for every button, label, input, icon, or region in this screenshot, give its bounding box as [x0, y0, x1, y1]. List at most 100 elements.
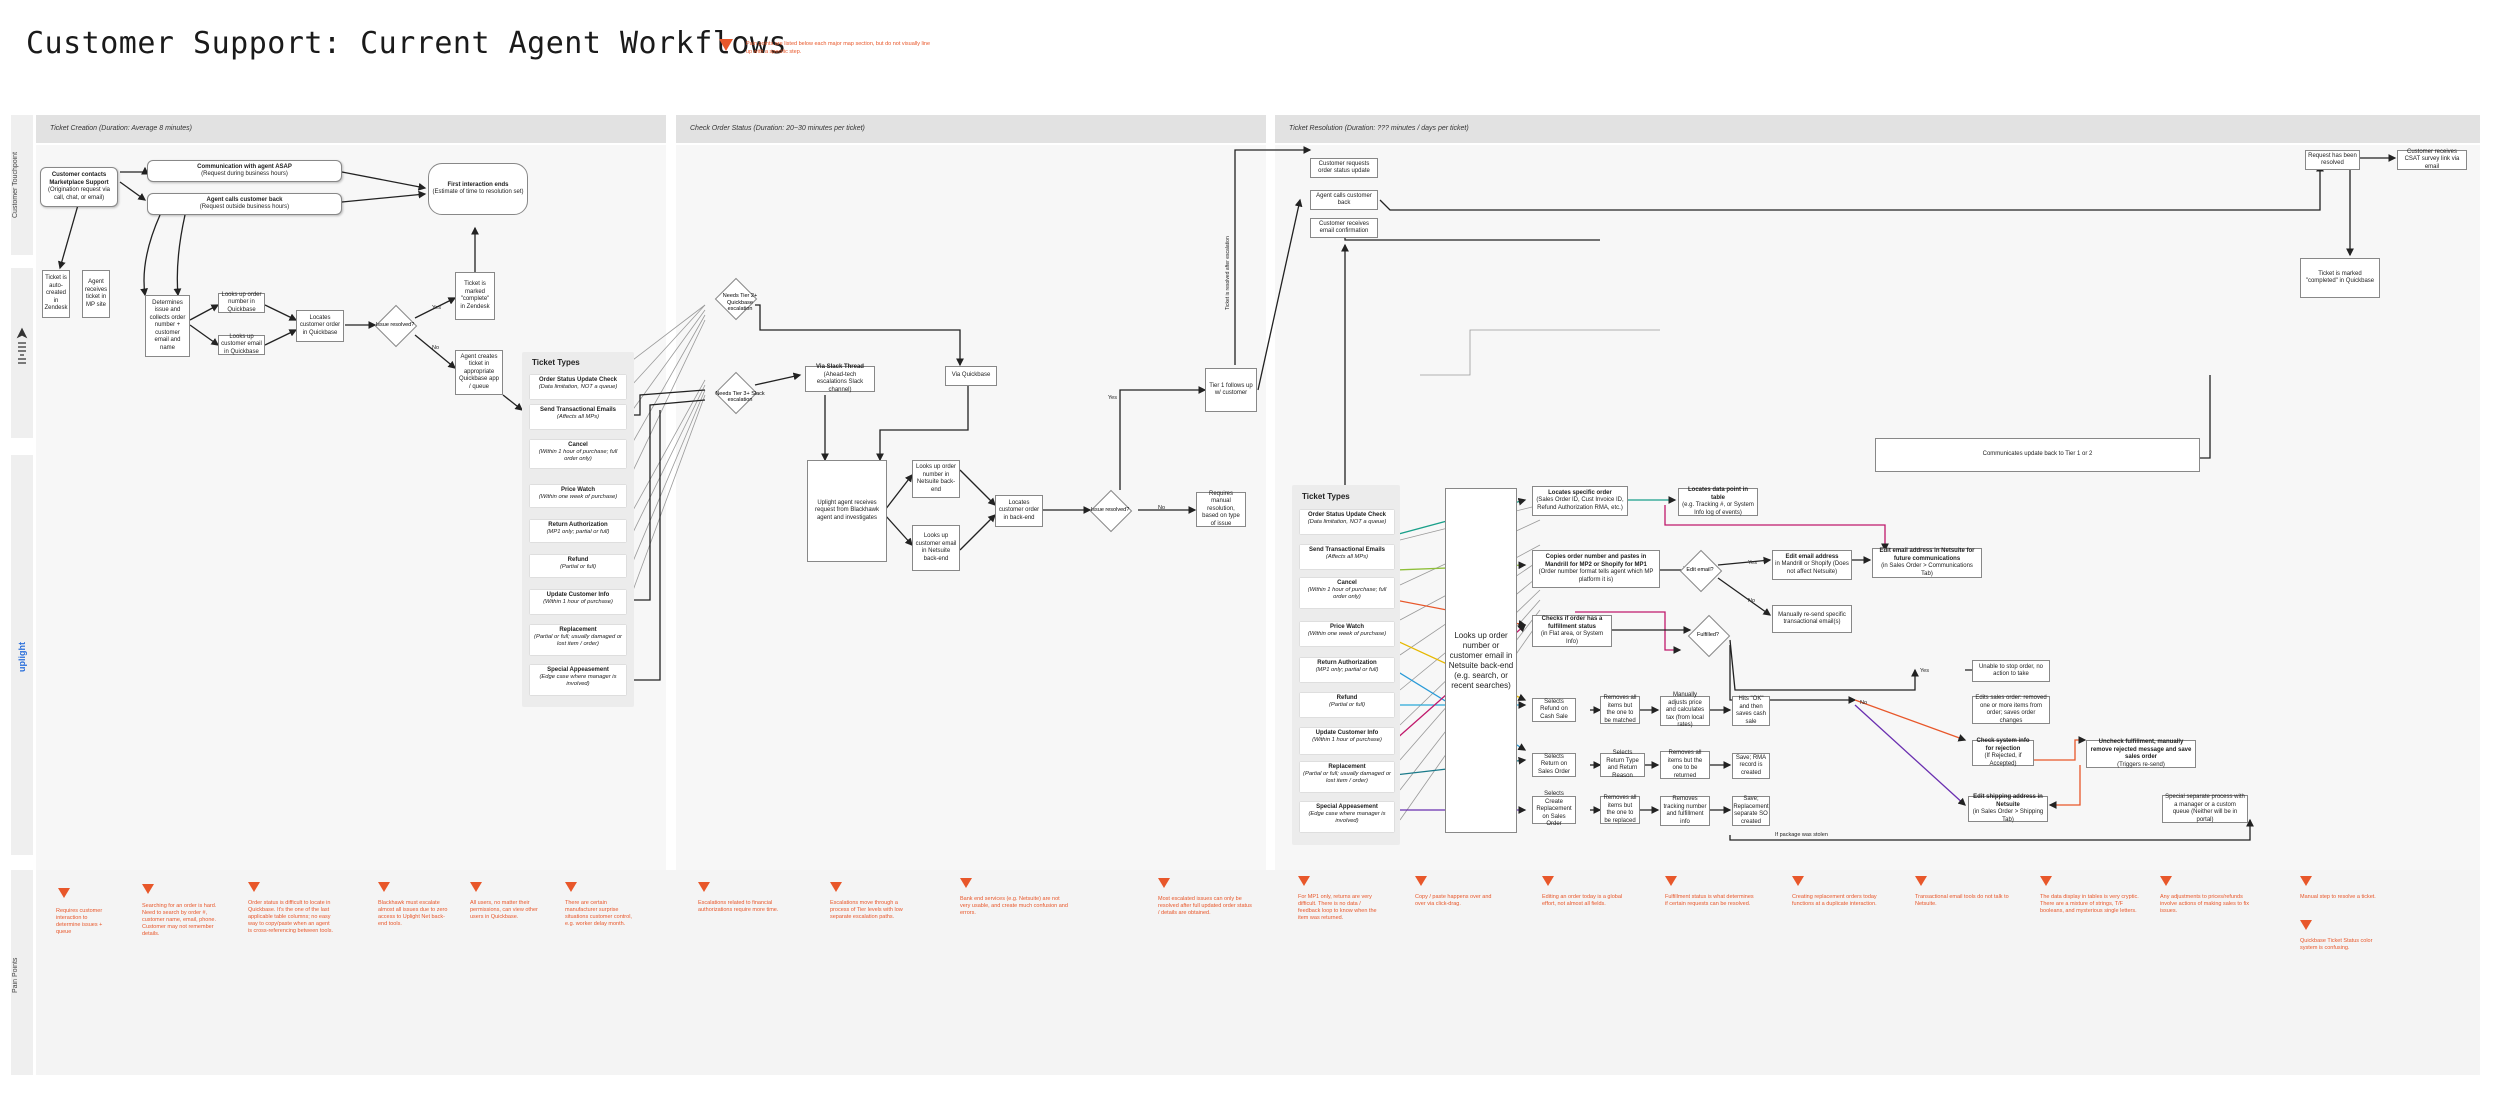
pain-point: Creating replacement orders today functi…	[1792, 894, 1877, 907]
tt-return: Return Authorization(MP1 only; partial o…	[530, 520, 626, 542]
pain-point: Transactional email tools do not talk to…	[1915, 894, 2009, 907]
tr-tt-return: Return Authorization(MP1 only; partial o…	[1300, 658, 1394, 682]
edit-email-netsuite-sub: (in Sales Order > Communications Tab)	[1881, 563, 1973, 577]
copies-order-label: Copies order number and pastes in Mandri…	[1545, 554, 1647, 568]
tr-tt-price-watch-name: Price Watch	[1329, 624, 1365, 630]
pain-bg	[36, 870, 2480, 1075]
tt-price-watch: Price Watch(Within one week of purchase)	[530, 485, 626, 507]
first-interaction-ends-sub: (Estimate of time to resolution set)	[432, 189, 524, 195]
pain-point: Bank end services (e.g. Netsuite) are no…	[960, 896, 1068, 916]
warning-triangle-icon	[719, 39, 733, 51]
pain-point: Escalations move through a process of Ti…	[830, 900, 903, 920]
tt-update-info-sub: (Within 1 hour of purchase)	[543, 599, 613, 605]
tr-tt-cancel: Cancel(Within 1 hour of purchase; full o…	[1300, 578, 1394, 608]
tier3-escalation-label: Needs Tier 3+ Slack escalation	[715, 390, 765, 404]
communication-asap-box: Communication with agent ASAP (Request d…	[147, 160, 342, 182]
tt-price-watch-sub: (Within one week of purchase)	[538, 494, 618, 500]
tr-tt-transactional-name: Send Transactional Emails	[1308, 547, 1386, 553]
tt-cancel-sub: (Within 1 hour of purchase; full order o…	[538, 449, 618, 462]
tr-tt-order-status: Order Status Update Check(Data limitatio…	[1300, 510, 1394, 534]
selects-return-box: Selects Return on Sales Order	[1532, 753, 1576, 777]
selects-refund-box: Selects Refund on Cash Sale	[1532, 698, 1576, 722]
lookup-order-box: Looks up order number in Quickbase	[218, 292, 265, 313]
agent-creates-ticket-box: Agent creates ticket in appropriate Quic…	[455, 350, 503, 395]
pain-point: Searching for an order is hard. Need to …	[142, 903, 217, 937]
customer-requests-box: Customer requests order status update	[1310, 158, 1378, 178]
pain-warning-icon	[58, 888, 70, 898]
issue-resolved-decision: Issue resolved?	[375, 305, 415, 345]
tr-tt-return-name: Return Authorization	[1317, 660, 1377, 666]
phase-resolution: Ticket Resolution (Duration: ??? minutes…	[1275, 115, 2480, 143]
marked-completed-quickbase-box: Ticket is marked "completed" in Quickbas…	[2300, 258, 2380, 298]
locates-data-box: Locates data point in table (e.g. Tracki…	[1678, 487, 1758, 516]
tr-tt-cancel-sub: (Within 1 hour of purchase; full order o…	[1307, 587, 1387, 600]
page-title: Customer Support: Current Agent Workflow…	[26, 26, 788, 61]
pain-warning-icon	[1415, 876, 1427, 886]
pain-point: Escalations related to financial authori…	[698, 900, 779, 913]
tr-tt-update-info-name: Update Customer Info	[1315, 730, 1379, 736]
pain-warning-icon	[248, 882, 260, 892]
resolved-after-escalation-label: Ticket is resolved after escalation	[1225, 236, 1231, 310]
fulfilled-decision-label: Fulfilled?	[1696, 631, 1719, 638]
check-rejection-sub: (If Rejected, if Accepted)	[1984, 753, 2022, 767]
cs-yes-label: Yes	[1108, 395, 1117, 401]
via-quickbase-box: Via Quickbase	[945, 366, 997, 386]
check-rejection-box: Check system info for rejection (If Reje…	[1972, 738, 2034, 767]
customer-contacts-box: Customer contacts Marketplace Support (O…	[40, 167, 118, 207]
lane-pain	[11, 870, 33, 1075]
lane-uplight	[11, 455, 33, 855]
save-rma-box: Save; RMA record is created	[1732, 753, 1770, 779]
pain-warning-icon	[378, 882, 390, 892]
uncheck-fulfillment-sub: (Triggers re-send)	[2117, 761, 2165, 768]
cs-issue-resolved-decision: Issue resolved?	[1090, 490, 1130, 530]
pain-point: Requires customer interaction to determi…	[56, 908, 103, 935]
via-slack-label: Via Slack Thread	[816, 364, 864, 370]
ticket-types-title: Ticket Types	[532, 358, 580, 367]
tr-tt-price-watch: Price Watch(Within one week of purchase)	[1300, 622, 1394, 646]
hits-ok-box: Hits "OK" and then saves cash sale	[1732, 696, 1770, 726]
edit-email-mandrill-sub: in Mandrill or Shopify (Does not affect …	[1775, 561, 1849, 575]
tr-edit-no-label: No	[1748, 598, 1756, 604]
edit-shipping-label: Edit shipping address in Netsuite	[1973, 794, 2043, 808]
pain-point: The data display in tables is very crypt…	[2040, 894, 2139, 914]
uplight-logo-icon: uplight	[14, 630, 30, 674]
tt-price-watch-name: Price Watch	[560, 487, 596, 493]
tr-fulfilled-yes-label: Yes	[1920, 668, 1929, 674]
tr-tt-replacement-name: Replacement	[1328, 764, 1366, 770]
pain-warning-icon	[2040, 876, 2052, 886]
pain-warning-icon	[2300, 876, 2312, 886]
svg-text:uplight: uplight	[17, 642, 27, 672]
cs-issue-resolved-label: Issue resolved?	[1090, 506, 1130, 513]
tr-tt-update-info-sub: (Within 1 hour of purchase)	[1312, 737, 1382, 743]
tr-tt-order-status-name: Order Status Update Check	[1307, 512, 1387, 518]
tr-tt-transactional: Send Transactional Emails(Affects all MP…	[1300, 545, 1394, 569]
agent-calls-back-sub: (Request outside business hours)	[199, 204, 290, 210]
pain-warning-icon	[1542, 876, 1554, 886]
tr-tt-update-info: Update Customer Info(Within 1 hour of pu…	[1300, 728, 1394, 754]
if-package-stolen-label: If package was stolen	[1775, 832, 1828, 838]
selects-create-replacement-box: Selects Create Replacement on Sales Orde…	[1532, 791, 1576, 827]
locates-data-label: Locates data point in table	[1687, 487, 1748, 501]
tier2-escalation-label: Needs Tier 2+ Quickbase escalation	[722, 293, 758, 313]
pain-point: Quickbase Ticket Status color system is …	[2300, 938, 2373, 951]
tt-return-name: Return Authorization	[548, 522, 608, 528]
tt-refund: Refund(Partial or full)	[530, 555, 626, 577]
edits-sales-order-box: Edits sales order: removed one or more i…	[1972, 695, 2050, 724]
locates-specific-label: Locates specific order	[1548, 489, 1612, 496]
first-interaction-ends-box: First interaction ends (Estimate of time…	[428, 163, 528, 215]
manually-adjust-box: Manually adjusts price and calculates ta…	[1660, 692, 1710, 728]
tr-tt-special-sub: (Edge case where manager is involved)	[1308, 811, 1386, 824]
pain-warning-icon	[830, 882, 842, 892]
pain-warning-icon	[960, 878, 972, 888]
csat-survey-box: Customer receives CSAT survey link via e…	[2397, 149, 2467, 170]
locates-specific-box: Locates specific order (Sales Order ID, …	[1532, 486, 1628, 516]
pain-point: All users, no matter their permissions, …	[470, 900, 538, 920]
communicates-update-box: Communicates update back to Tier 1 or 2	[1875, 438, 2200, 472]
blackhawk-logo-icon	[14, 325, 30, 373]
tt-cancel-name: Cancel	[568, 442, 588, 448]
manual-resolution-box: Requires manual resolution, based on typ…	[1196, 491, 1246, 527]
tier3-escalation-decision: Needs Tier 3+ Slack escalation	[715, 372, 765, 422]
pain-point: Editing an order today is a global effor…	[1542, 894, 1623, 907]
phase-check-status: Check Order Status (Duration: 20~30 minu…	[676, 115, 1266, 143]
